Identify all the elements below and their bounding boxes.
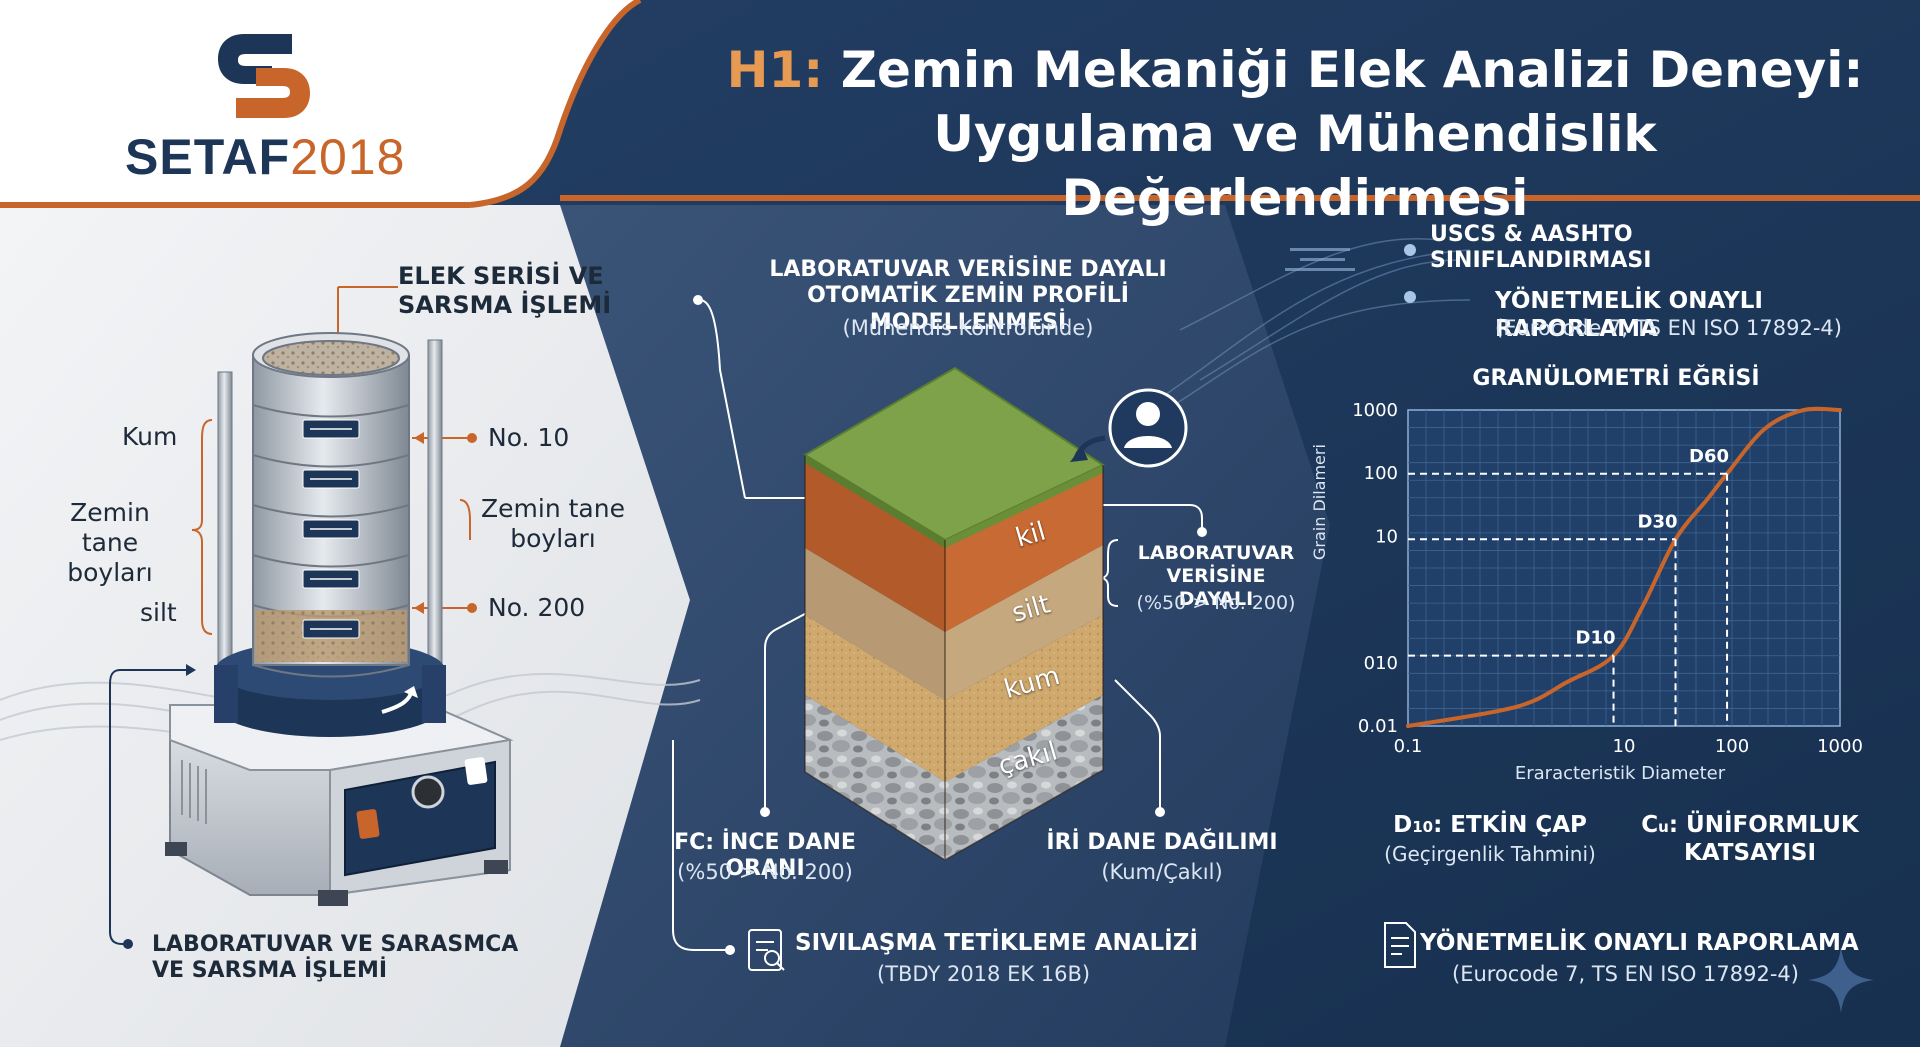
sparkle-icon xyxy=(1808,947,1874,1013)
logo-year: 2018 xyxy=(290,129,406,185)
logo-wordmark: SETAF2018 xyxy=(125,128,405,186)
page-title: H1: Zemin Mekaniği Elek Analizi Deneyi: … xyxy=(720,38,1870,230)
no200-label: No. 200 xyxy=(488,593,586,622)
silt-label: silt xyxy=(140,598,177,627)
iri-title: İRİ DANE DAĞILIMI xyxy=(1046,830,1278,855)
d10-sub: (Geçirgenlik Tahmini) xyxy=(1384,842,1596,866)
chart-axes: 0.1 10 100 1000 1000 100 10 010 0.01 xyxy=(1352,400,1863,757)
x-tick-label: 10 xyxy=(1613,736,1636,757)
uscs-title: USCS & AASHTO SINIFLANDIRMASI xyxy=(1430,222,1652,274)
grain-size-right-label: Zemin tane boyları xyxy=(481,494,625,553)
x-tick-label: 1000 xyxy=(1817,736,1863,757)
report1-title: YÖNETMELİK ONAYLI RAPORLAMA xyxy=(1495,288,1763,342)
liquefaction-title: SIVILAŞMA TETİKLEME ANALİZİ xyxy=(795,930,1198,956)
chart-x-label: Eraracteristik Diameter xyxy=(1514,763,1726,784)
marker-label-d30: D30 xyxy=(1638,511,1678,532)
sieve-series-label: ELEK SERİSİ VE SARSMA İŞLEMİ xyxy=(398,262,612,319)
chart-markers: D10 D30 D60 xyxy=(1408,446,1729,726)
uscs-connector-dots xyxy=(1404,244,1416,303)
report-document-icon xyxy=(1384,922,1416,968)
y-tick-label: 10 xyxy=(1375,526,1398,547)
y-tick-label: 1000 xyxy=(1352,400,1398,421)
report2-title: YÖNETMELİK ONAYLI RAPORLAMA xyxy=(1420,930,1859,956)
y-tick-label: 100 xyxy=(1364,463,1398,484)
side-lab-sub: (%50 > No. 200) xyxy=(1136,592,1296,614)
side-lab-label: LABORATUVAR VERİSİNE DAYALI xyxy=(1137,542,1295,610)
lab-shaking-label: LABORATUVAR VE SARASMCA VE SARSMA İŞLEMİ xyxy=(152,932,519,984)
kum-label: Kum xyxy=(122,422,178,451)
report2-sub: (Eurocode 7, TS EN ISO 17892-4) xyxy=(1452,962,1799,986)
cu-title: Cu: ÜNİFORMLUK KATSAYISI xyxy=(1641,812,1859,866)
chart-title: GRANÜLOMETRİ EĞRİSİ xyxy=(1472,366,1760,391)
d10-title: D10: ETKİN ÇAP xyxy=(1393,812,1587,838)
sieve-shaker-illustration xyxy=(109,286,514,949)
grading-curve xyxy=(1406,406,1842,728)
grain-size-left-label: Zemin tane boyları xyxy=(67,498,153,587)
logo-s-icon xyxy=(218,34,310,118)
middle-heading-sub: (Mühendis Kontrolünde) xyxy=(842,316,1094,340)
chart-y-label: Grain Dilameri xyxy=(1310,444,1329,560)
marker-label-d60: D60 xyxy=(1689,446,1729,467)
no10-label: No. 10 xyxy=(488,423,570,452)
y-tick-label: 010 xyxy=(1364,653,1398,674)
fc-sub: (%50 > No. 200) xyxy=(677,860,853,884)
granulometry-chart: 0.1 10 100 1000 1000 100 10 010 0.01 D10 D30 D60 xyxy=(1352,400,1863,757)
x-tick-label: 0.1 xyxy=(1394,736,1423,757)
logo-letters: SETAF xyxy=(125,129,291,185)
title-line-2: Uygulama ve Mühendislik Değerlendirmesi xyxy=(933,105,1657,227)
title-line-1: Zemin Mekaniği Elek Analizi Deneyi: xyxy=(840,41,1864,99)
liquefaction-sub: (TBDY 2018 EK 16B) xyxy=(877,962,1091,986)
soil-profile-block xyxy=(672,295,1207,971)
report1-sub: (Eurocode 7, TS EN ISO 17892-4) xyxy=(1495,316,1842,340)
x-tick-label: 100 xyxy=(1715,736,1749,757)
iri-sub: (Kum/Çakıl) xyxy=(1101,860,1223,884)
fc-title: FC: İNCE DANE ORANI xyxy=(674,830,856,882)
chart-curve xyxy=(1406,406,1842,728)
marker-label-d10: D10 xyxy=(1576,628,1616,649)
middle-heading: LABORATUVAR VERİSİNE DAYALI OTOMATİK ZEM… xyxy=(769,257,1167,335)
y-tick-label: 0.01 xyxy=(1358,716,1398,737)
title-prefix: H1: xyxy=(726,41,824,99)
chart-grid xyxy=(1407,409,1841,727)
